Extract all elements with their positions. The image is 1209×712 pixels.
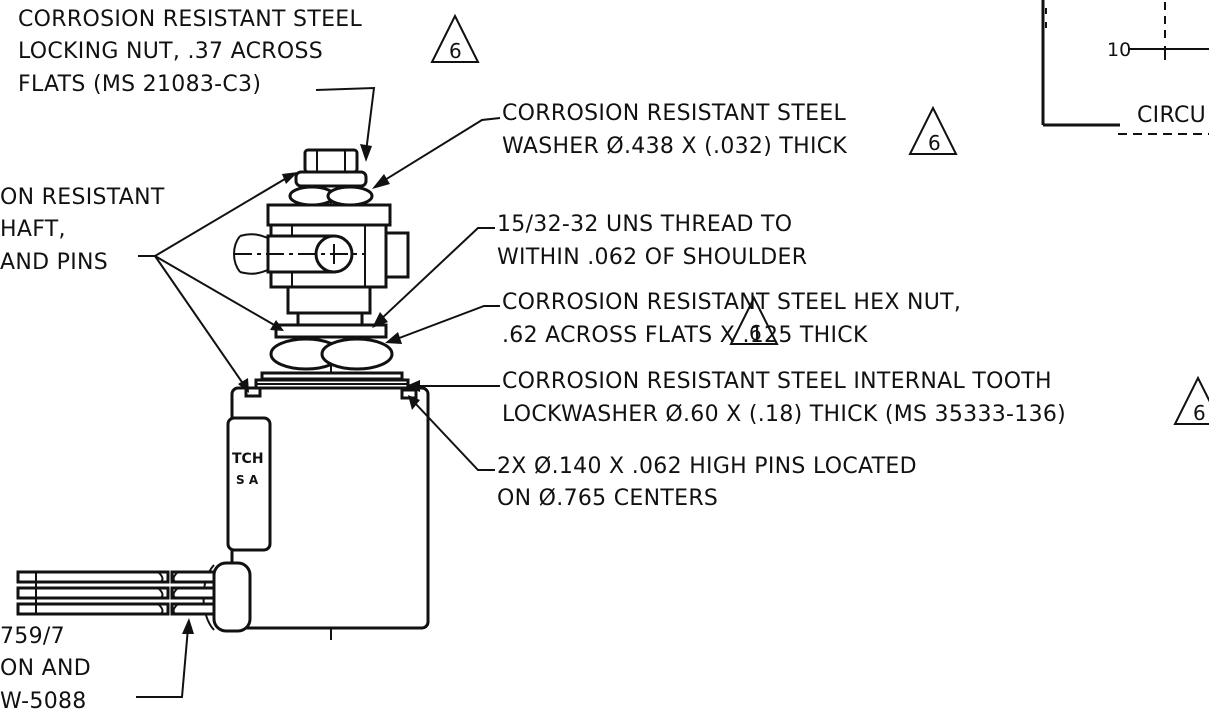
lockwasher xyxy=(254,371,410,390)
nameplate-brand: TCH xyxy=(232,451,264,467)
wire-note: 759/7 ON AND W-5088 xyxy=(0,624,91,712)
revision-flag-1-number: 6 xyxy=(449,39,462,63)
schematic-pin-number: 10 xyxy=(1107,39,1131,61)
thread-note: 15/32-32 UNS THREAD TO WITHIN .062 OF SH… xyxy=(497,212,807,270)
thread-note-line1: 15/32-32 UNS THREAD TO xyxy=(497,212,792,237)
revision-flag-4-number: 6 xyxy=(1193,401,1206,425)
revision-flag-4: 6 xyxy=(1173,375,1209,425)
horizontal-shaft xyxy=(233,233,366,275)
lockwasher-note-line1: CORROSION RESISTANT STEEL INTERNAL TOOTH xyxy=(502,369,1052,394)
wire-note-line1: 759/7 xyxy=(0,624,65,649)
hex-nut-note-line2: .62 ACROSS FLATS X .125 THICK xyxy=(502,323,868,348)
hex-nut-note: CORROSION RESISTANT STEEL HEX NUT, .62 A… xyxy=(502,290,961,348)
shaft-note-line1: ON RESISTANT xyxy=(0,185,165,210)
solenoid-body: TCH S A xyxy=(226,386,430,630)
schematic-label: CIRCU xyxy=(1137,103,1206,128)
wire-note-line2: ON AND xyxy=(0,656,91,681)
hex-nut xyxy=(269,323,394,371)
locking-nut-note: CORROSION RESISTANT STEEL LOCKING NUT, .… xyxy=(18,7,362,97)
shaft-note-line3: AND PINS xyxy=(0,250,108,275)
locking-nut-note-line2: LOCKING NUT, .37 ACROSS xyxy=(18,39,323,64)
pins-note-line2: ON Ø.765 CENTERS xyxy=(497,486,718,511)
top-washer xyxy=(288,185,374,207)
revision-flag-3-number: 6 xyxy=(749,321,762,345)
leader-lines xyxy=(136,86,501,698)
hex-nut-note-line1: CORROSION RESISTANT STEEL HEX NUT, xyxy=(502,290,961,315)
locking-nut-note-line3: FLATS (MS 21083-C3) xyxy=(18,72,261,97)
revision-flag-3: 6 xyxy=(729,295,779,345)
revision-flag-1: 6 xyxy=(430,13,480,63)
washer-note-line2: WASHER Ø.438 X (.032) THICK xyxy=(502,134,847,159)
revision-flag-2-number: 6 xyxy=(928,131,941,155)
nameplate-origin: S A xyxy=(236,473,259,487)
solenoid-assembly: TCH S A xyxy=(16,148,430,640)
shaft-note-line2: HAFT, xyxy=(0,217,66,242)
lockwasher-note-line2: LOCKWASHER Ø.60 X (.18) THICK (MS 35333-… xyxy=(502,402,1066,427)
corner-schematic: 10 CIRCU xyxy=(1041,0,1209,135)
wire-note-line3: W-5088 xyxy=(0,689,87,712)
shaft-note: ON RESISTANT HAFT, AND PINS xyxy=(0,185,165,275)
lead-wires xyxy=(16,570,216,616)
lockwasher-note: CORROSION RESISTANT STEEL INTERNAL TOOTH… xyxy=(502,369,1066,427)
locking-nut xyxy=(294,148,368,188)
washer-note-line1: CORROSION RESISTANT STEEL xyxy=(502,101,846,126)
washer-note: CORROSION RESISTANT STEEL WASHER Ø.438 X… xyxy=(502,101,847,159)
revision-flag-2: 6 xyxy=(908,105,958,155)
pins-note-line1: 2X Ø.140 X .062 HIGH PINS LOCATED xyxy=(497,454,917,479)
pins-note: 2X Ø.140 X .062 HIGH PINS LOCATED ON Ø.7… xyxy=(497,454,917,511)
locking-nut-note-line1: CORROSION RESISTANT STEEL xyxy=(18,7,362,32)
thread-note-line2: WITHIN .062 OF SHOULDER xyxy=(497,245,807,270)
